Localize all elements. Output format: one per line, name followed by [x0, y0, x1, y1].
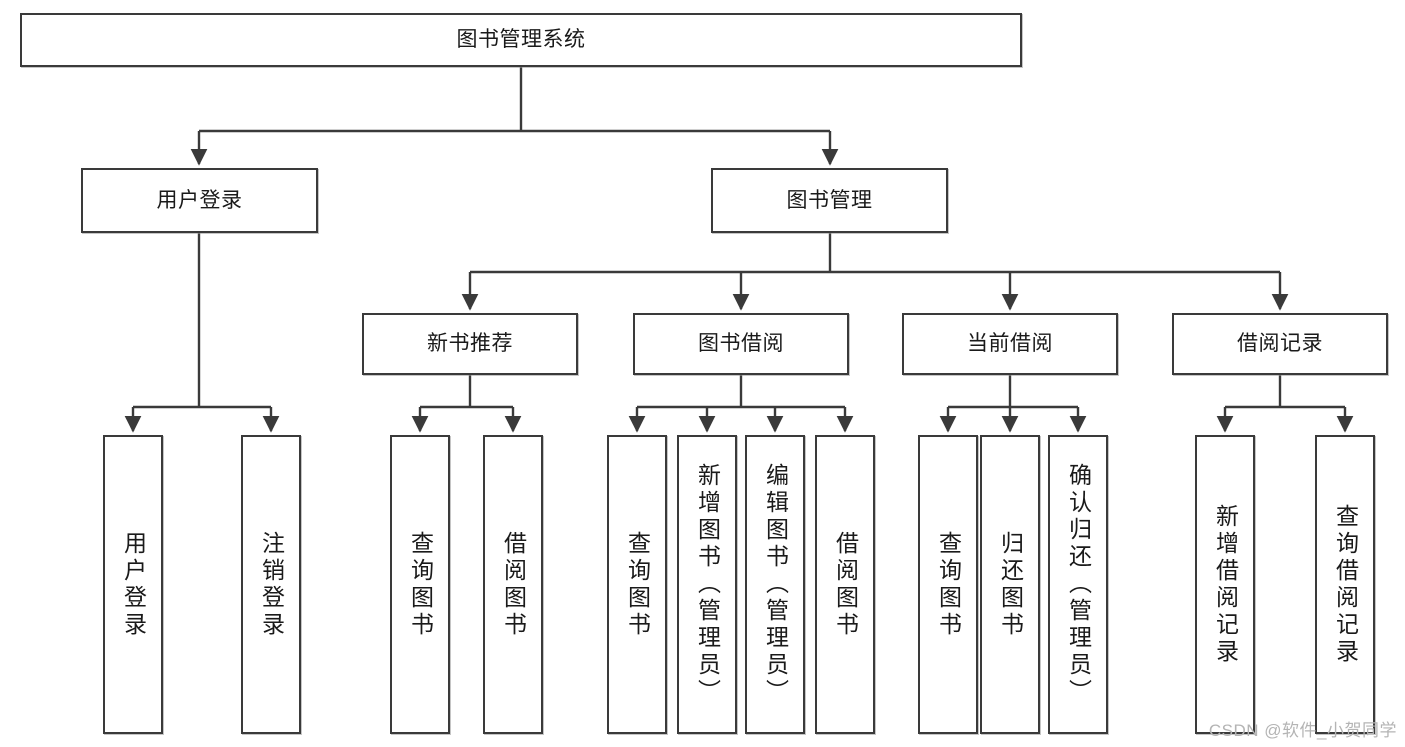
node-root-label: 图书管理系统: [456, 28, 586, 52]
leaf-record-add-label: 新增借阅记录: [1212, 503, 1239, 666]
leaf-current-query-book-label: 查询图书: [935, 530, 962, 639]
leaf-current-confirm-return-label: 确认归还（管理员）: [1065, 463, 1092, 706]
node-borrow-record-label: 借阅记录: [1237, 332, 1323, 356]
leaf-user-login-logout-label: 注销登录: [258, 530, 285, 639]
leaf-borrow-borrow-book[interactable]: 借阅图书: [815, 435, 875, 734]
leaf-borrow-query-book[interactable]: 查询图书: [607, 435, 667, 734]
leaf-record-add[interactable]: 新增借阅记录: [1195, 435, 1255, 734]
leaf-current-return-book[interactable]: 归还图书: [980, 435, 1040, 734]
leaf-borrow-add-book[interactable]: 新增图书（管理员）: [677, 435, 737, 734]
leaf-current-query-book[interactable]: 查询图书: [918, 435, 978, 734]
node-borrow-record[interactable]: 借阅记录: [1172, 313, 1388, 375]
leaf-borrow-add-book-label: 新增图书（管理员）: [694, 463, 721, 706]
leaf-record-query-label: 查询借阅记录: [1332, 503, 1359, 666]
node-book-borrow-label: 图书借阅: [698, 332, 784, 356]
leaf-current-return-book-label: 归还图书: [997, 530, 1024, 639]
node-book-borrow[interactable]: 图书借阅: [633, 313, 849, 375]
node-current-borrow-label: 当前借阅: [967, 332, 1053, 356]
node-new-book-recommend[interactable]: 新书推荐: [362, 313, 578, 375]
node-new-book-recommend-label: 新书推荐: [427, 332, 513, 356]
leaf-borrow-edit-book[interactable]: 编辑图书（管理员）: [745, 435, 805, 734]
node-current-borrow[interactable]: 当前借阅: [902, 313, 1118, 375]
node-root[interactable]: 图书管理系统: [20, 13, 1022, 67]
node-book-management[interactable]: 图书管理: [711, 168, 948, 233]
leaf-record-query[interactable]: 查询借阅记录: [1315, 435, 1375, 734]
leaf-user-login-logout[interactable]: 注销登录: [241, 435, 301, 734]
node-book-management-label: 图书管理: [786, 188, 873, 212]
leaf-current-confirm-return[interactable]: 确认归还（管理员）: [1048, 435, 1108, 734]
leaf-borrow-edit-book-label: 编辑图书（管理员）: [762, 463, 789, 706]
node-user-login-label: 用户登录: [156, 188, 243, 212]
leaf-new-book-query-label: 查询图书: [407, 530, 434, 639]
leaf-new-book-borrow[interactable]: 借阅图书: [483, 435, 543, 734]
leaf-borrow-borrow-book-label: 借阅图书: [832, 530, 859, 639]
leaf-user-login-login-label: 用户登录: [120, 530, 147, 639]
leaf-borrow-query-book-label: 查询图书: [624, 530, 651, 639]
watermark-text: CSDN @软件_小贺同学: [1208, 721, 1397, 740]
leaf-new-book-query[interactable]: 查询图书: [390, 435, 450, 734]
leaf-user-login-login[interactable]: 用户登录: [103, 435, 163, 734]
leaf-new-book-borrow-label: 借阅图书: [500, 530, 527, 639]
node-user-login[interactable]: 用户登录: [81, 168, 318, 233]
